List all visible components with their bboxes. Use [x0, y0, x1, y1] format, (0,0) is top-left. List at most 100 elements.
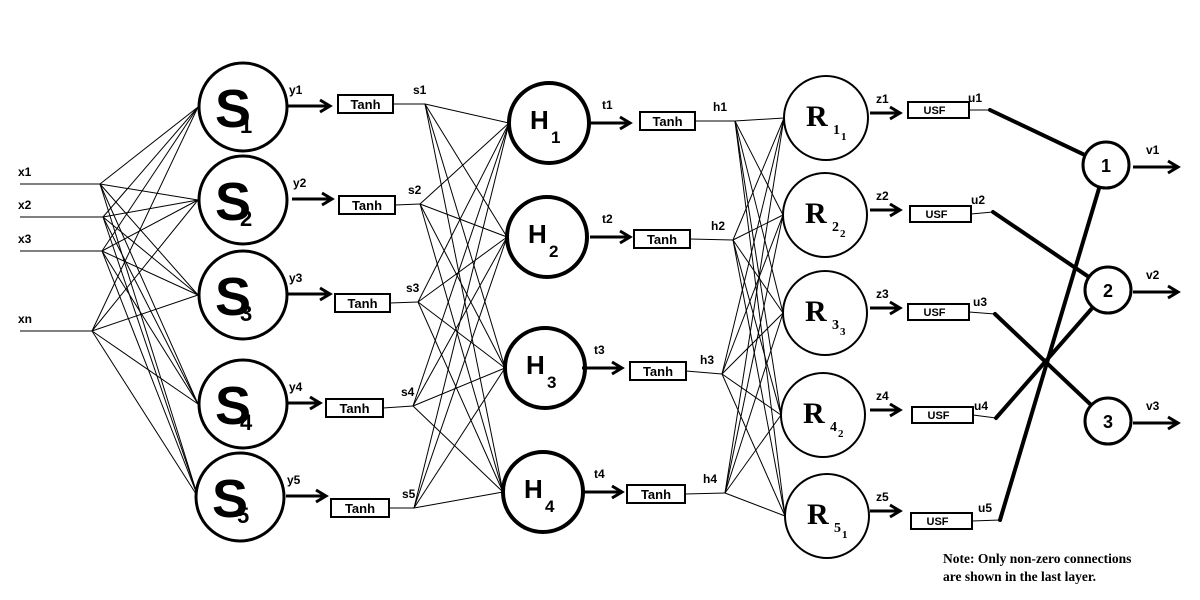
input-to-s1-line [91, 106, 199, 332]
h2-to-r5-line [732, 239, 786, 517]
input-to-s3-line [99, 183, 199, 296]
h4-to-r5-line [724, 492, 786, 517]
s5-to-h4-line [413, 491, 504, 509]
h4-to-r1-line [724, 117, 785, 494]
input-to-s4-line [102, 216, 199, 405]
s-node-3-letter: S [215, 267, 251, 327]
s3-to-h1-line [417, 122, 510, 303]
s-activated-label-4: s4 [401, 385, 415, 399]
output-label-1: v1 [1146, 143, 1160, 157]
tanh-s4-out-line [382, 405, 414, 409]
h1-to-r5-line [734, 120, 786, 517]
r-arrow-2-head [889, 202, 903, 218]
output-node-1 [1081, 140, 1131, 190]
s-node-1-letter: S [215, 79, 251, 139]
s-node-2-letter: S [215, 172, 251, 232]
s2-to-h1-line [419, 122, 510, 205]
s1-to-h1-line [424, 103, 510, 124]
note-line-2: are shown in the last layer. [943, 569, 1097, 584]
s-node-2 [197, 154, 289, 246]
s-arrow-1-head [319, 98, 333, 114]
input-to-s5-line [91, 330, 199, 498]
usf-box-r5 [910, 512, 973, 530]
s-node-4 [197, 358, 289, 450]
s-arrow-2-head [321, 191, 335, 207]
output-arrow-2-head [1167, 284, 1181, 300]
tanh-box-h1-label: Tanh [652, 114, 682, 129]
s5-to-h1-line [413, 122, 510, 509]
h-arrow-1-head [619, 115, 633, 131]
note-line-1: Note: Only non-zero connections [943, 551, 1132, 566]
r-output-label-4: z4 [876, 389, 889, 403]
h-activated-label-3: h3 [700, 353, 714, 367]
r-activated-label-3: u3 [973, 295, 987, 309]
h-node-3-subscript: 3 [547, 373, 556, 392]
usf-r5-out-line [971, 519, 1001, 522]
u1-to-output-1-line [988, 108, 1088, 158]
s-node-4-subscript: 4 [240, 410, 253, 435]
input-label-x3: x3 [18, 232, 32, 246]
tanh-box-h1 [639, 111, 696, 131]
r-node-3-subsubscript: 3 [840, 326, 846, 338]
s-activated-label-2: s2 [408, 183, 422, 197]
input-to-s3-line [91, 294, 199, 332]
h2-to-r3-line [732, 239, 784, 314]
r-arrow-1-head [889, 105, 903, 121]
tanh-s2-out-line [394, 203, 421, 206]
s-node-1 [197, 61, 289, 153]
tanh-box-h4 [626, 484, 686, 504]
r-node-2-subscript: 2 [832, 220, 839, 235]
r-node-1-subsubscript: 1 [841, 131, 847, 143]
usf-box-r3 [907, 303, 970, 321]
s4-to-h2-line [412, 236, 508, 407]
r-node-1-subscript: 1 [833, 123, 840, 138]
input-to-s1-line [102, 106, 199, 218]
s1-to-h3-line [424, 103, 506, 369]
r-output-label-2: z2 [876, 189, 889, 203]
h1-to-r1-line [734, 117, 785, 122]
r-node-5-subscript: 5 [834, 521, 841, 536]
input-label-x2: x2 [18, 198, 32, 212]
input-to-s5-line [101, 250, 199, 498]
s2-to-h4-line [419, 203, 504, 493]
r-output-label-5: z5 [876, 490, 889, 504]
tanh-box-s1 [337, 94, 394, 114]
tanh-h2-out-line [689, 238, 734, 241]
h-activated-label-4: h4 [703, 472, 717, 486]
h-node-4-subscript: 4 [545, 497, 555, 516]
h2-to-r2-line [732, 214, 784, 241]
tanh-box-h3-label: Tanh [643, 364, 673, 379]
input-to-s4-line [91, 330, 199, 405]
s-output-label-5: y5 [287, 473, 301, 487]
h-node-1-letter: H [530, 105, 549, 135]
output-label-2: v2 [1146, 268, 1160, 282]
tanh-s3-out-line [389, 301, 419, 304]
r-node-4 [780, 372, 866, 458]
h-node-1-subscript: 1 [551, 128, 560, 147]
s-node-3-subscript: 3 [240, 301, 252, 326]
tanh-box-h3 [629, 361, 687, 381]
r-activated-label-1: u1 [968, 91, 982, 105]
r-node-5-letter: R [807, 498, 829, 531]
r-node-2-subsubscript: 2 [840, 228, 846, 240]
h3-to-r2-line [721, 214, 784, 375]
input-to-s3-line [101, 250, 199, 296]
h3-to-r1-line [721, 117, 785, 375]
output-arrow-3-head [1167, 415, 1181, 431]
s-activated-label-5: s5 [402, 487, 416, 501]
s-node-2-subscript: 2 [240, 206, 252, 231]
r-arrow-4-head [889, 402, 903, 418]
s-output-label-2: y2 [293, 176, 307, 190]
s-node-1-subscript: 1 [240, 113, 252, 138]
tanh-h3-out-line [685, 370, 723, 375]
h-arrow-4-head [611, 484, 625, 500]
input-to-s2-line [91, 199, 199, 332]
r-node-3-letter: R [805, 295, 827, 328]
usf-box-r5-label: USF [927, 516, 949, 528]
connection-lines [20, 103, 1001, 522]
s2-to-h2-line [419, 203, 508, 238]
s-node-3 [197, 249, 289, 341]
r-activated-label-5: u5 [978, 501, 992, 515]
